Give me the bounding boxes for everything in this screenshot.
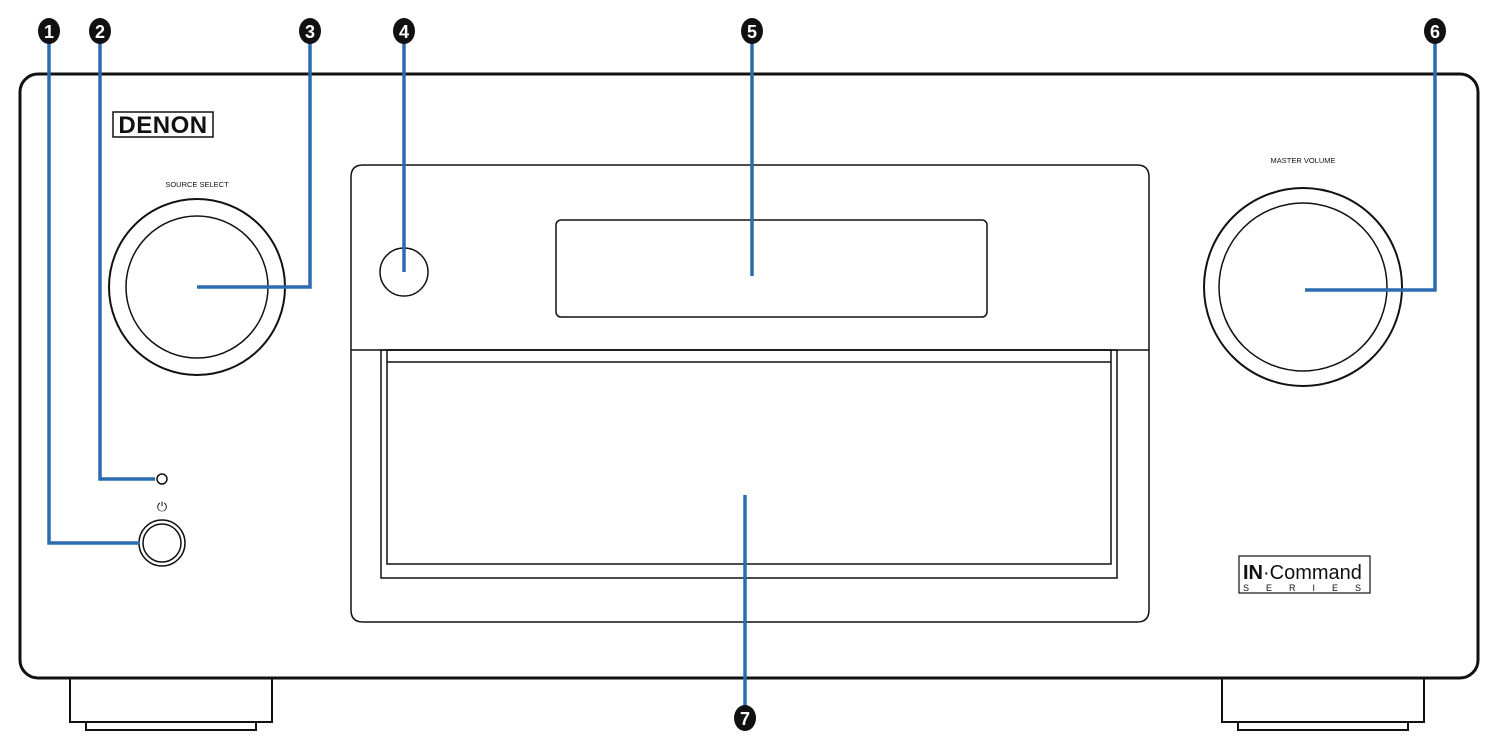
callout-2: 2	[89, 18, 111, 44]
callout-5: 5	[741, 18, 763, 44]
leader-line-6	[1305, 43, 1437, 292]
callout-7: 7	[734, 705, 756, 731]
callout-6: 6	[1424, 18, 1446, 44]
svg-text:2: 2	[95, 22, 105, 42]
svg-text:3: 3	[305, 22, 315, 42]
master-volume-label: MASTER VOLUME	[1270, 156, 1335, 165]
callout-4: 4	[393, 18, 415, 44]
svg-text:1: 1	[44, 22, 54, 42]
svg-text:5: 5	[747, 22, 757, 42]
central-panel-outline	[350, 164, 1150, 350]
brand-logo-text: DENON	[118, 112, 207, 139]
svg-text:IN·Command: IN·Command	[1243, 562, 1362, 584]
front-door[interactable]	[380, 349, 1118, 579]
right-foot	[1221, 678, 1425, 731]
logo-in-text: IN	[1243, 562, 1263, 584]
power-indicator	[156, 473, 168, 485]
chassis-outline	[18, 72, 1480, 680]
logo-command-text: Command	[1270, 562, 1362, 584]
master-volume-knob[interactable]	[1203, 187, 1403, 387]
left-foot	[69, 678, 273, 731]
svg-text:4: 4	[399, 22, 409, 42]
leader-line-1	[47, 43, 140, 545]
callout-3: 3	[299, 18, 321, 44]
brand-logo: DENON	[112, 111, 214, 139]
central-panel-lower-outline	[350, 350, 1150, 623]
power-symbol-icon: ⏻	[157, 499, 167, 514]
svg-text:6: 6	[1430, 22, 1440, 42]
display	[555, 219, 988, 318]
leader-line-3	[197, 43, 312, 289]
callout-1: 1	[38, 18, 60, 44]
logo-series-text: S E R I E S	[1243, 583, 1365, 593]
logo-dot-text: ·	[1263, 562, 1270, 584]
svg-text:7: 7	[740, 709, 750, 729]
in-command-series-logo: IN·Command S E R I E S	[1238, 555, 1371, 594]
leader-lines	[47, 43, 1437, 706]
source-select-label: SOURCE SELECT	[165, 180, 229, 189]
leader-line-2	[98, 43, 155, 481]
